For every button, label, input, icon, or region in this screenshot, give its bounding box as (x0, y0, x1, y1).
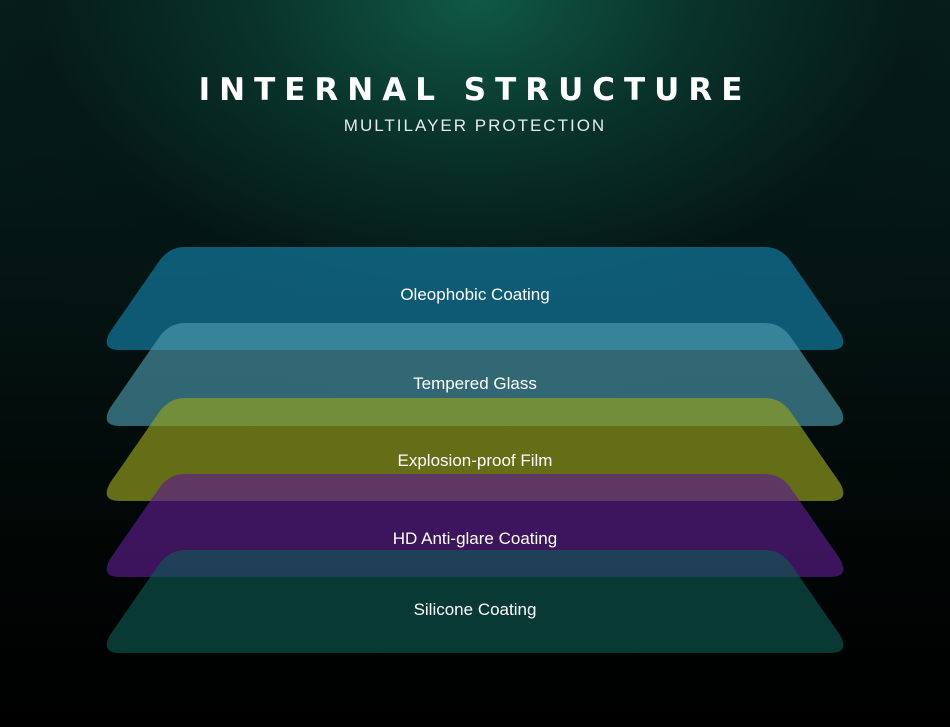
layer-silicone-coating-shape (106, 550, 844, 653)
layer-hd-anti-glare-coating-label: HD Anti-glare Coating (393, 529, 557, 548)
layer-explosion-proof-film-label: Explosion-proof Film (398, 451, 553, 470)
layer-tempered-glass-label: Tempered Glass (413, 374, 537, 393)
layer-silicone-coating: Silicone Coating (106, 550, 844, 653)
layer-oleophobic-coating-label: Oleophobic Coating (400, 285, 549, 304)
layer-silicone-coating-label: Silicone Coating (414, 600, 537, 619)
page-title: INTERNAL STRUCTURE (198, 72, 752, 108)
page-subtitle: MULTILAYER PROTECTION (343, 116, 607, 135)
